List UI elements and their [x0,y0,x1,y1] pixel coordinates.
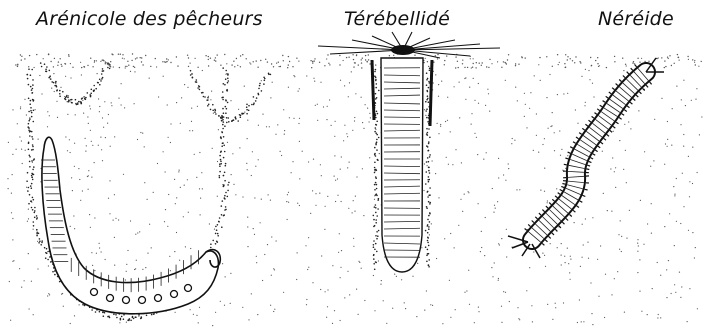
tube-wall-right [430,60,432,126]
tube-wall-left [372,60,374,120]
ragworm-figure [508,58,664,258]
label-terebellide: Térébellidé [344,8,450,30]
terebellid-tube [381,58,423,272]
terebellid-crown [391,45,415,55]
terebellid-figure [318,32,500,272]
ragworm-body-fill [532,72,646,240]
label-arenicole: Arénicole des pêcheurs [36,8,263,30]
lugworm-figure [41,137,220,314]
label-nereide: Néréide [598,8,674,30]
